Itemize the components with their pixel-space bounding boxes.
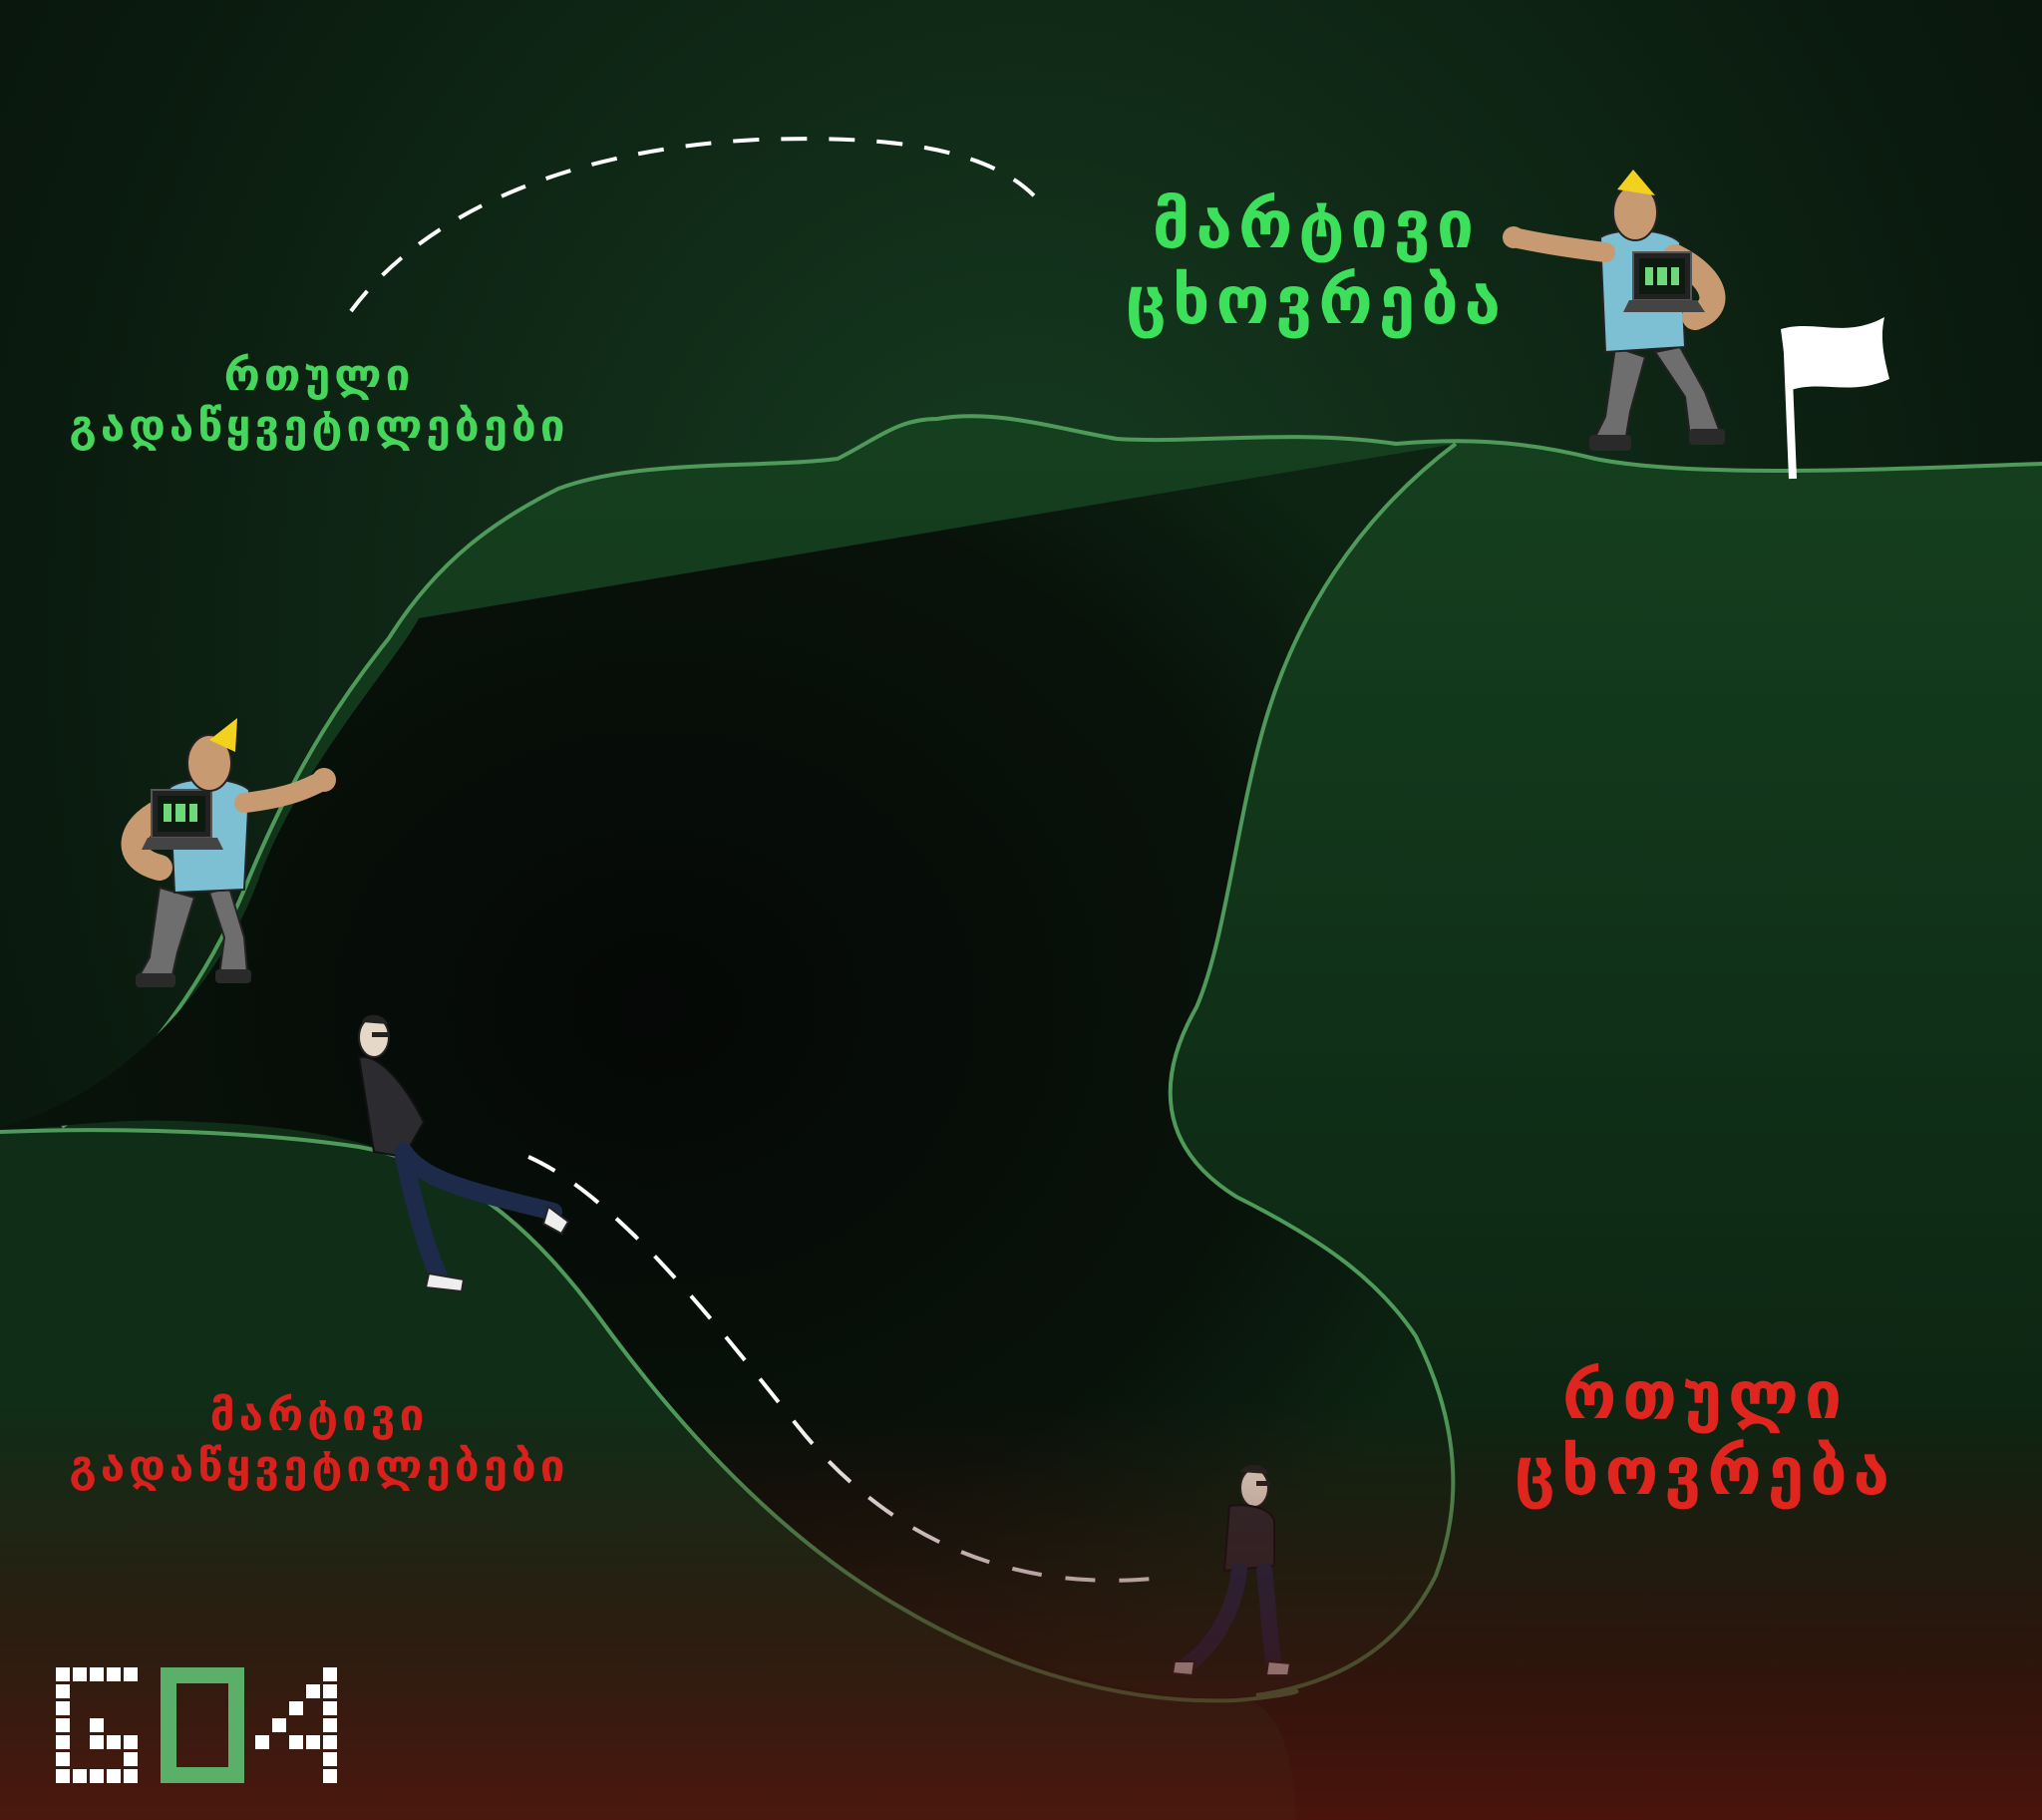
valley: [0, 444, 1456, 1698]
easy-decisions-line-1: მარტივი: [209, 1390, 429, 1441]
hard-decisions-line-1: რთული: [223, 350, 415, 401]
hard-life-line-2: ცხოვრება: [1514, 1432, 1896, 1510]
muscular-man-climbing: [121, 718, 336, 987]
hard-decisions-label: რთული გადაწყვეტილებები: [20, 350, 618, 452]
upper-mountain-outline: [60, 414, 2042, 1129]
jump-dashed-path: [349, 137, 1044, 313]
easy-life-label: მარტივი ცხოვრება: [1037, 187, 1595, 339]
thin-man-falling: [357, 1014, 570, 1293]
hard-life-line-1: რთული: [1561, 1357, 1849, 1434]
easy-decisions-line-2: გადაწყვეტილებები: [69, 1440, 569, 1492]
flag-icon: [1781, 317, 1889, 480]
logo-mark: [56, 1667, 337, 1783]
easy-life-line-2: ცხოვრება: [1125, 261, 1508, 339]
hard-decisions-line-2: გადაწყვეტილებები: [69, 400, 569, 452]
easy-life-line-1: მარტივი: [1152, 186, 1481, 263]
easy-decisions-label: მარტივი გადაწყვეტილებები: [20, 1390, 618, 1492]
hard-life-label: რთული ცხოვრება: [1436, 1358, 1974, 1510]
muscular-man-top: [1503, 170, 1726, 451]
